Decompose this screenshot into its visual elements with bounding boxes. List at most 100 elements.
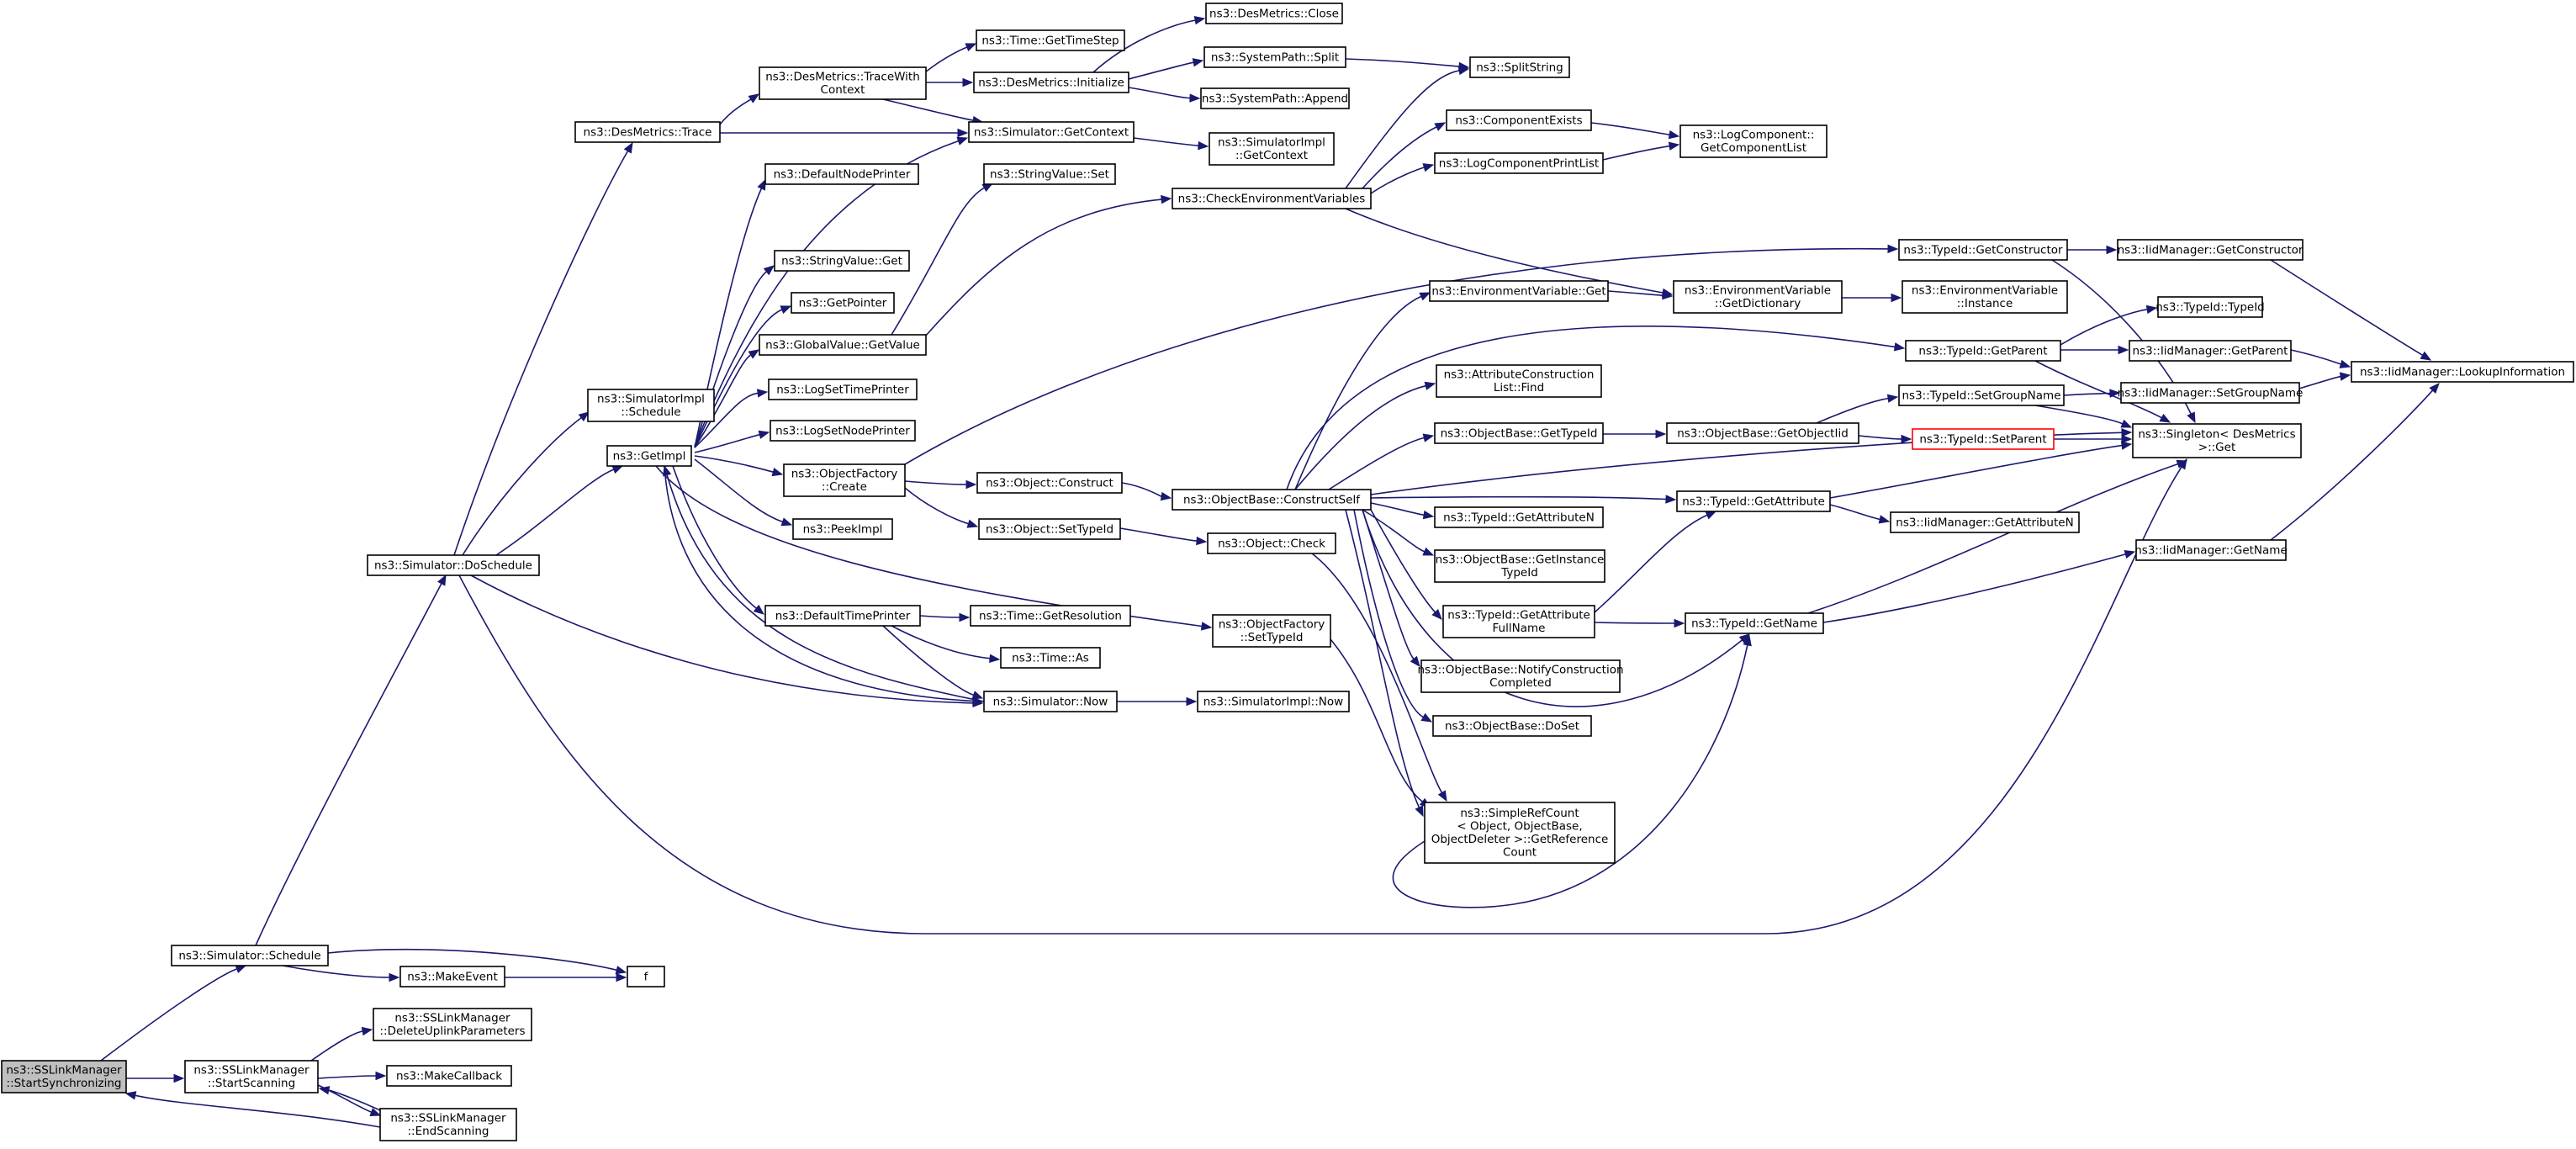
edge-desinit-to-spappend	[1128, 87, 1201, 103]
node-label: Context	[821, 83, 865, 97]
node-strvalget[interactable]: ns3::StringValue::Get	[774, 250, 910, 272]
node-getimpl[interactable]: ns3::GetImpl	[606, 445, 692, 467]
node-tidgetparent[interactable]: ns3::TypeId::GetParent	[1905, 340, 2061, 362]
node-tidsetparent[interactable]: ns3::TypeId::SetParent	[1912, 428, 2055, 450]
edge-line	[1807, 463, 2178, 614]
node-singleton[interactable]: ns3::Singleton< DesMetrics>::Get	[2132, 423, 2302, 458]
node-destrace[interactable]: ns3::DesMetrics::Trace	[574, 121, 721, 143]
node-simimplnow[interactable]: ns3::SimulatorImpl::Now	[1197, 691, 1350, 712]
node-f[interactable]: f	[627, 966, 665, 988]
node-obgetobjtid[interactable]: ns3::ObjectBase::GetObjectIid	[1666, 422, 1859, 444]
node-iidgetctor[interactable]: ns3::IidManager::GetConstructor	[2117, 239, 2304, 261]
node-getres[interactable]: ns3::Time::GetResolution	[970, 605, 1131, 627]
node-objconstruct[interactable]: ns3::Object::Construct	[976, 472, 1123, 494]
edge-line	[1829, 444, 2123, 499]
node-label: ns3::TypeId::GetAttribute	[1682, 495, 1825, 508]
node-startscan[interactable]: ns3::SSLinkManager::StartScanning	[184, 1060, 319, 1093]
node-box	[2132, 423, 2302, 458]
node-envinst[interactable]: ns3::EnvironmentVariable::Instance	[1902, 280, 2068, 314]
node-timeas[interactable]: ns3::Time::As	[1000, 647, 1101, 669]
node-objcheck[interactable]: ns3::Object::Check	[1207, 532, 1336, 554]
edge-obcself-to-tidgetattrn	[1370, 502, 1435, 520]
node-desclose[interactable]: ns3::DesMetrics::Close	[1205, 3, 1343, 24]
node-getpointer[interactable]: ns3::GetPointer	[791, 292, 895, 314]
edge-arrowhead	[1200, 622, 1213, 631]
node-tidgetattr[interactable]: ns3::TypeId::GetAttribute	[1676, 490, 1831, 512]
edge-tidgetname-to-iidgetname	[1822, 549, 2136, 623]
node-envget[interactable]: ns3::EnvironmentVariable::Get	[1429, 280, 1609, 302]
node-logsettime[interactable]: ns3::LogSetTimePrinter	[768, 379, 918, 400]
node-defnodeprinter[interactable]: ns3::DefaultNodePrinter	[764, 163, 919, 185]
edge-arrowhead	[1161, 194, 1172, 204]
node-iidgetattrn[interactable]: ns3::IidManager::GetAttributeN	[1890, 511, 2080, 533]
node-simimplctx[interactable]: ns3::SimulatorImpl::GetContext	[1209, 132, 1335, 166]
node-makecb[interactable]: ns3::MakeCallback	[386, 1065, 512, 1087]
node-spsplit[interactable]: ns3::SystemPath::Split	[1203, 46, 1346, 68]
edge-line	[458, 466, 2182, 935]
node-deftimeprinter[interactable]: ns3::DefaultTimePrinter	[764, 605, 921, 627]
node-obnotify[interactable]: ns3::ObjectBase::NotifyConstructionCompl…	[1417, 659, 1624, 693]
node-iidlookup[interactable]: ns3::IidManager::LookupInformation	[2351, 361, 2574, 383]
node-root[interactable]: ns3::SSLinkManager::StartSynchronizing	[1, 1060, 127, 1093]
node-obgettid[interactable]: ns3::ObjectBase::GetTypeId	[1434, 422, 1604, 444]
node-spappend[interactable]: ns3::SystemPath::Append	[1200, 87, 1350, 109]
node-label: ns3::MakeCallback	[396, 1069, 502, 1083]
edge-line	[1328, 437, 1425, 490]
node-label: ns3::ObjectBase::DoSet	[1445, 719, 1579, 733]
node-delup[interactable]: ns3::SSLinkManager::DeleteUplinkParamete…	[373, 1008, 532, 1041]
node-obcself[interactable]: ns3::ObjectBase::ConstructSelf	[1172, 489, 1372, 511]
node-peekimpl[interactable]: ns3::PeekImpl	[792, 518, 893, 540]
node-splitstring[interactable]: ns3::SplitString	[1469, 56, 1570, 78]
node-label: ns3::TypeId::SetParent	[1919, 432, 2046, 446]
node-gvgetvalue[interactable]: ns3::GlobalValue::GetValue	[759, 334, 927, 356]
node-compexists[interactable]: ns3::ComponentExists	[1446, 109, 1592, 131]
node-logsetnode[interactable]: ns3::LogSetNodePrinter	[770, 420, 916, 442]
node-checkenv[interactable]: ns3::CheckEnvironmentVariables	[1172, 188, 1372, 209]
edge-tidgetattr-to-singleton	[1829, 441, 2133, 499]
edge-line	[1294, 384, 1426, 490]
node-ofsettid[interactable]: ns3::ObjectFactory::SetTypeId	[1212, 614, 1331, 648]
node-endscan[interactable]: ns3::SSLinkManager::EndScanning	[379, 1108, 517, 1141]
node-box	[1912, 428, 2055, 450]
edge-line	[328, 1089, 381, 1111]
node-logcompprint[interactable]: ns3::LogComponentPrintList	[1434, 152, 1604, 174]
node-label: ns3::DesMetrics::Close	[1209, 7, 1339, 20]
node-obdoset[interactable]: ns3::ObjectBase::DoSet	[1432, 715, 1592, 737]
node-envdict[interactable]: ns3::EnvironmentVariable::GetDictionary	[1673, 280, 1843, 314]
node-dosched[interactable]: ns3::Simulator::DoSchedule	[367, 554, 540, 576]
node-objsettid[interactable]: ns3::Object::SetTypeId	[978, 518, 1121, 540]
node-simimplsched[interactable]: ns3::SimulatorImpl::Schedule	[587, 389, 715, 422]
node-iidgetname[interactable]: ns3::IidManager::GetName	[2134, 539, 2288, 561]
node-tidtypeid[interactable]: ns3::TypeId::TypeId	[2155, 296, 2265, 318]
edge-line	[882, 625, 974, 696]
node-strvalset[interactable]: ns3::StringValue::Set	[983, 163, 1116, 185]
node-tidgetname[interactable]: ns3::TypeId::GetName	[1685, 612, 1824, 634]
node-logcomplist[interactable]: ns3::LogComponent::GetComponentList	[1679, 124, 1828, 158]
node-tidsetgroup[interactable]: ns3::TypeId::SetGroupName	[1898, 384, 2065, 406]
node-iidsetgroup[interactable]: ns3::IidManager::SetGroupName	[2118, 382, 2304, 404]
node-label: ns3::AttributeConstruction	[1444, 368, 1595, 382]
node-gettimestep[interactable]: ns3::Time::GetTimeStep	[976, 29, 1125, 51]
edge-destrace-to-tracewithctx	[719, 93, 760, 125]
edge-getimpl-to-ofcreate	[694, 455, 784, 477]
edge-arrowhead	[959, 612, 971, 622]
node-iidgetparent[interactable]: ns3::IidManager::GetParent	[2129, 340, 2292, 362]
edge-line	[1602, 145, 1670, 161]
edge-arrowhead	[1422, 547, 1435, 556]
node-sched[interactable]: ns3::Simulator::Schedule	[171, 945, 329, 966]
node-tidgetattrn[interactable]: ns3::TypeId::GetAttributeN	[1434, 506, 1604, 528]
node-simnow[interactable]: ns3::Simulator::Now	[983, 691, 1118, 712]
edge-tidgetattrfull-to-tidgetname	[1594, 618, 1685, 628]
node-tidgetctor[interactable]: ns3::TypeId::GetConstructor	[1898, 239, 2068, 261]
edge-arrowhead	[1424, 381, 1436, 390]
node-getcontext[interactable]: ns3::Simulator::GetContext	[968, 121, 1135, 143]
node-makeevent[interactable]: ns3::MakeEvent	[399, 966, 505, 988]
node-desinit[interactable]: ns3::DesMetrics::Initialize	[973, 71, 1129, 93]
node-simplerefcount[interactable]: ns3::SimpleRefCount< Object, ObjectBase,…	[1424, 802, 1616, 864]
node-ofcreate[interactable]: ns3::ObjectFactory::Create	[783, 463, 906, 497]
